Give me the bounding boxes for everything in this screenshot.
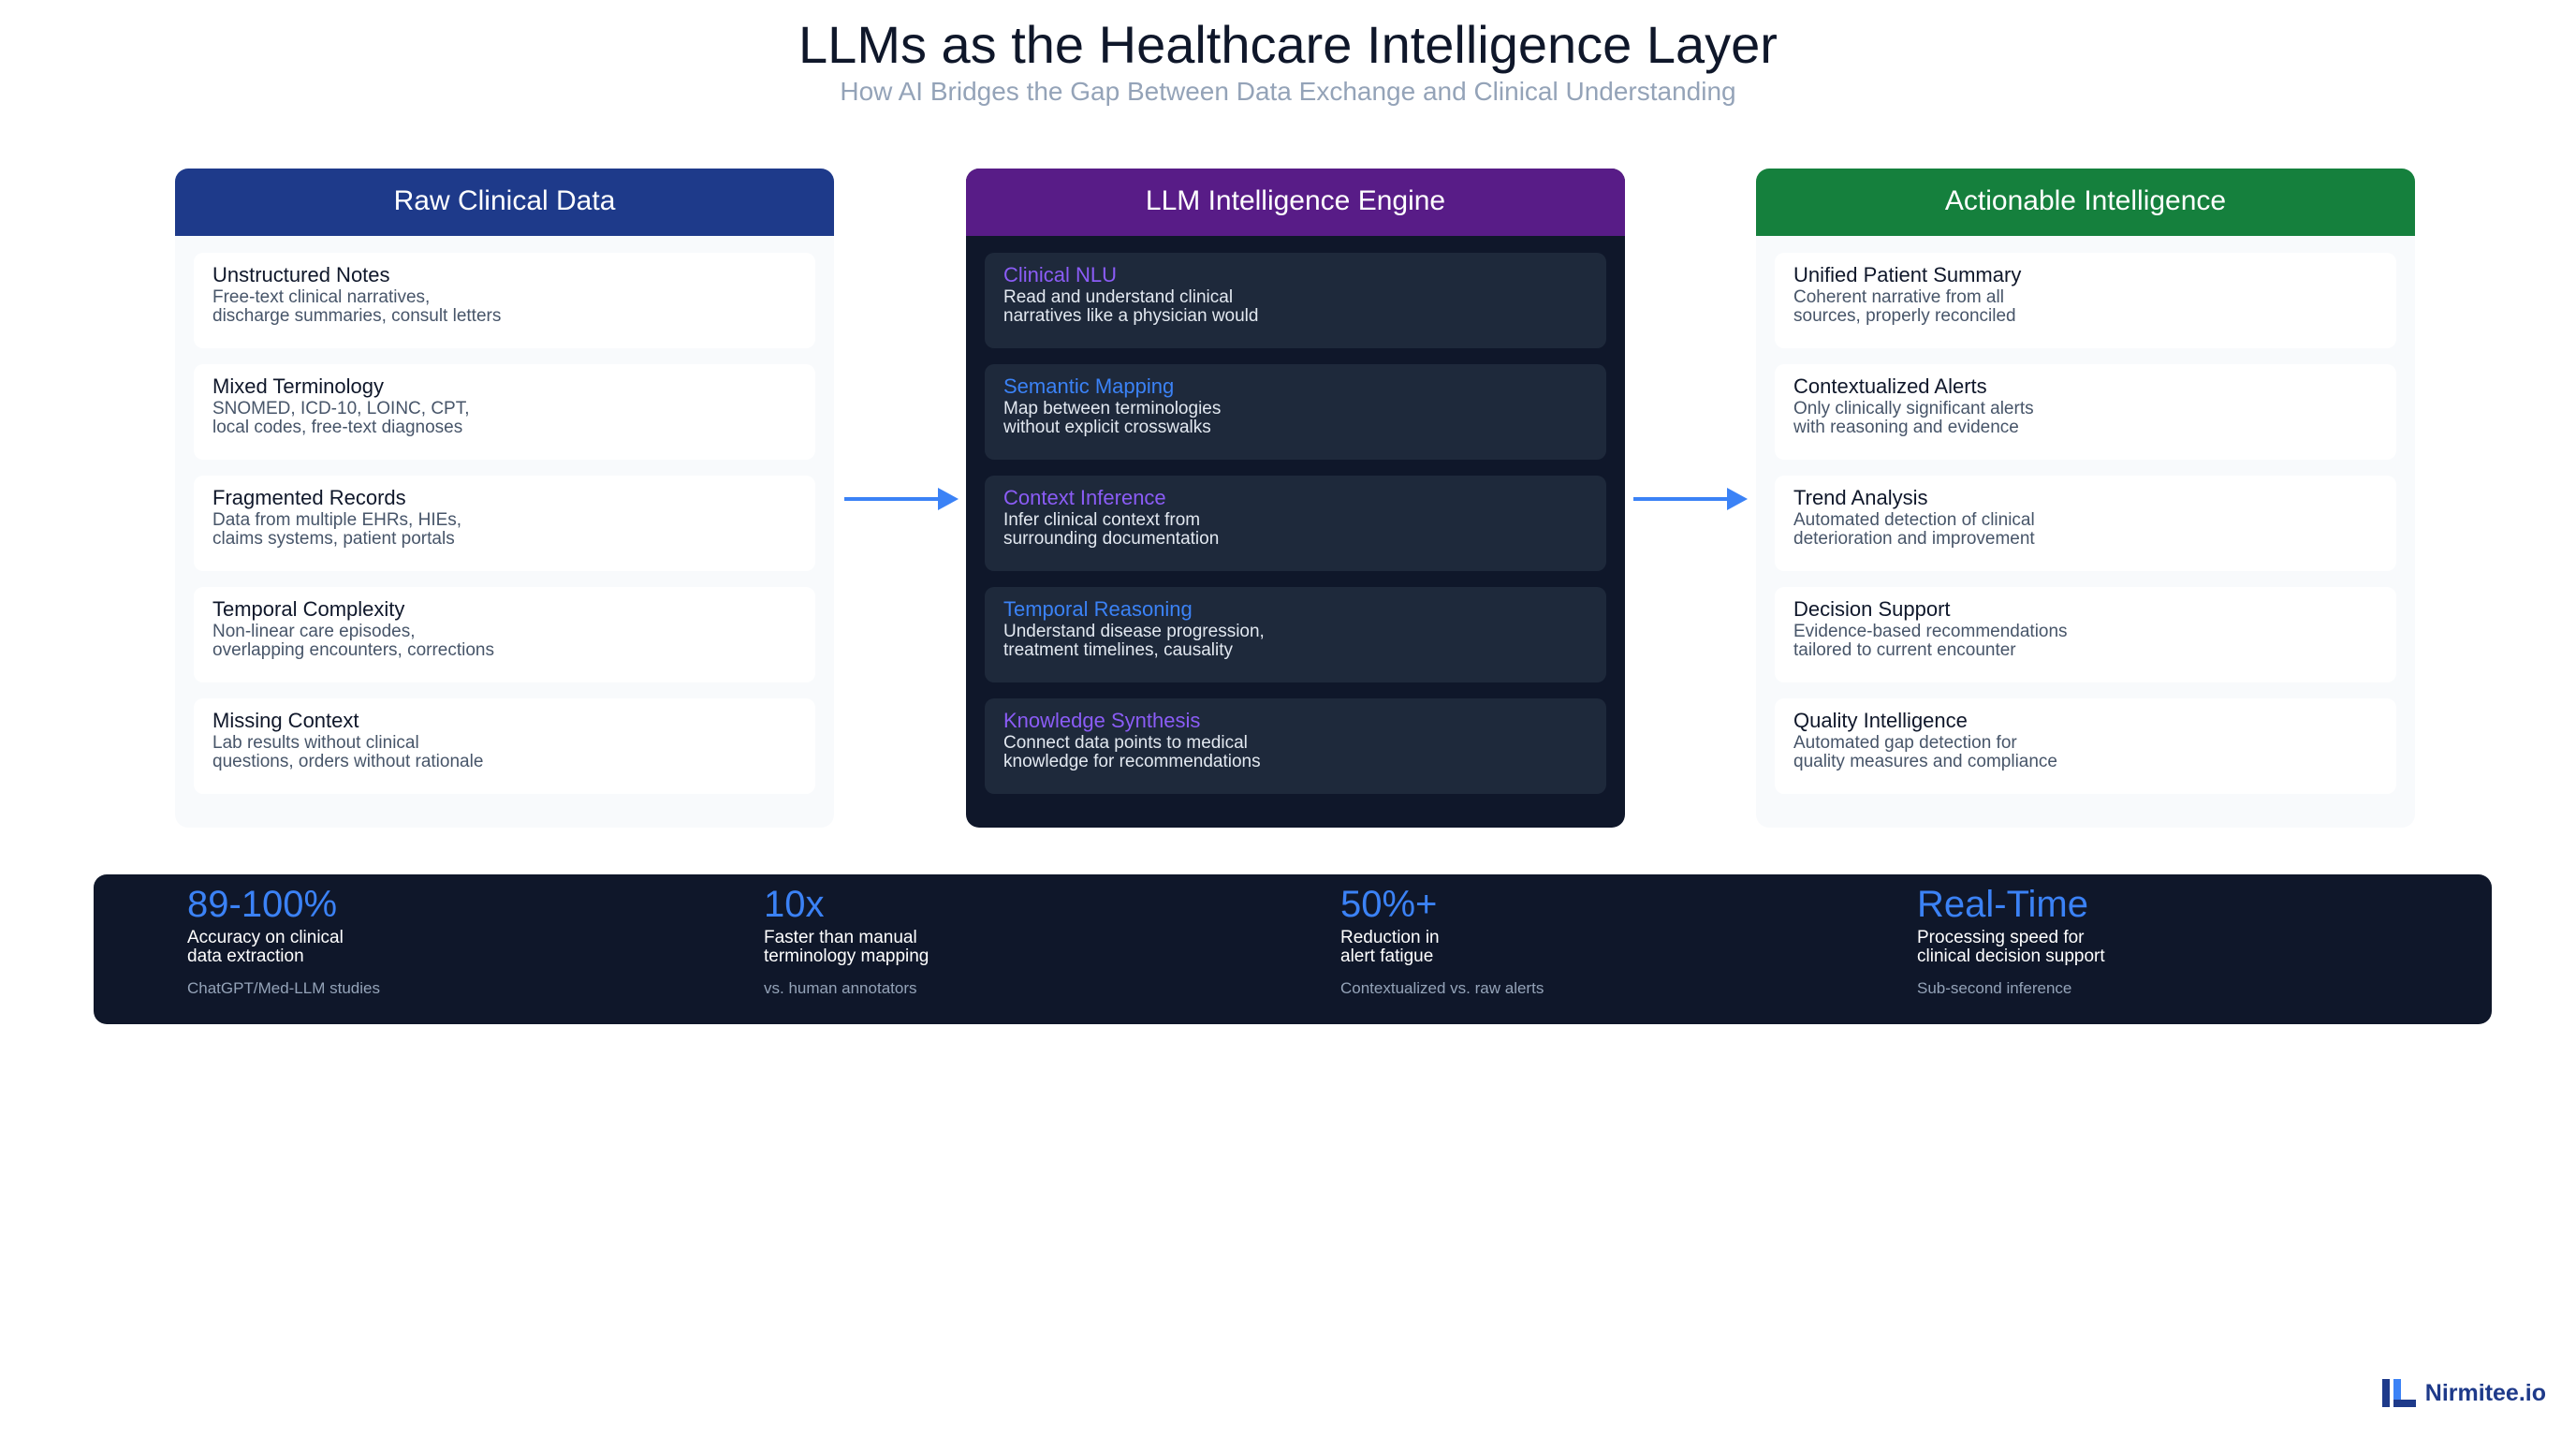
card-description: Data from multiple EHRs, HIEs, claims sy…	[212, 510, 462, 549]
card-description: Coherent narrative from all sources, pro…	[1793, 287, 2016, 326]
stat-note: vs. human annotators	[764, 979, 917, 997]
card-description: Connect data points to medical knowledge…	[1003, 733, 1261, 771]
card-description: SNOMED, ICD-10, LOINC, CPT, local codes,…	[212, 399, 470, 437]
card-quality-intelligence: Quality Intelligence Automated gap detec…	[1775, 698, 2396, 794]
card-unstructured-notes: Unstructured Notes Free-text clinical na…	[194, 253, 815, 348]
card-unified-patient-summary: Unified Patient Summary Coherent narrati…	[1775, 253, 2396, 348]
card-contextualized-alerts: Contextualized Alerts Only clinically si…	[1775, 364, 2396, 460]
page-title: LLMs as the Healthcare Intelligence Laye…	[798, 15, 1778, 74]
page-subtitle: How AI Bridges the Gap Between Data Exch…	[840, 77, 1736, 106]
card-knowledge-synthesis: Knowledge Synthesis Connect data points …	[985, 698, 1606, 794]
stat-label: Accuracy on clinical data extraction	[187, 928, 344, 966]
card-title: Missing Context	[212, 709, 359, 732]
card-title: Unstructured Notes	[212, 263, 390, 286]
card-description: Read and understand clinical narratives …	[1003, 287, 1259, 326]
stat-note: ChatGPT/Med-LLM studies	[187, 979, 380, 997]
stat-note: Contextualized vs. raw alerts	[1340, 979, 1544, 997]
card-description: Map between terminologies without explic…	[1003, 399, 1222, 437]
card-missing-context: Missing Context Lab results without clin…	[194, 698, 815, 794]
card-title: Fragmented Records	[212, 486, 406, 509]
column-header: Actionable Intelligence	[1756, 169, 2415, 236]
stats-bar: 89-100% Accuracy on clinical data extrac…	[94, 874, 2492, 1024]
stat-note: Sub-second inference	[1917, 979, 2072, 997]
card-description: Automated gap detection for quality meas…	[1793, 733, 2057, 771]
column-raw-clinical-data: Raw Clinical Data Unstructured Notes Fre…	[175, 169, 834, 828]
card-clinical-nlu: Clinical NLU Read and understand clinica…	[985, 253, 1606, 348]
card-description: Evidence-based recommendations tailored …	[1793, 622, 2068, 660]
card-description: Automated detection of clinical deterior…	[1793, 510, 2035, 549]
column-llm-intelligence-engine: LLM Intelligence Engine Clinical NLU Rea…	[966, 169, 1625, 828]
card-description: Only clinically significant alerts with …	[1793, 399, 2034, 437]
card-decision-support: Decision Support Evidence-based recommen…	[1775, 587, 2396, 682]
right-arrow-icon	[1633, 488, 1748, 510]
card-title: Clinical NLU	[1003, 263, 1118, 286]
card-temporal-reasoning: Temporal Reasoning Understand disease pr…	[985, 587, 1606, 682]
card-trend-analysis: Trend Analysis Automated detection of cl…	[1775, 476, 2396, 571]
card-title: Trend Analysis	[1793, 486, 1928, 509]
stat-value: 50%+	[1340, 884, 1438, 925]
card-title: Quality Intelligence	[1793, 709, 1968, 732]
right-arrow-icon	[844, 488, 959, 510]
brand-logo: Nirmitee.io	[2381, 1376, 2546, 1410]
card-title: Decision Support	[1793, 597, 1951, 621]
card-title: Temporal Reasoning	[1003, 597, 1193, 621]
column-header: Raw Clinical Data	[175, 169, 834, 236]
card-context-inference: Context Inference Infer clinical context…	[985, 476, 1606, 571]
card-semantic-mapping: Semantic Mapping Map between terminologi…	[985, 364, 1606, 460]
card-description: Free-text clinical narratives, discharge…	[212, 287, 502, 326]
card-description: Infer clinical context from surrounding …	[1003, 510, 1220, 549]
card-title: Unified Patient Summary	[1793, 263, 2022, 286]
card-description: Non-linear care episodes, overlapping en…	[212, 622, 495, 660]
stat-value: 89-100%	[187, 884, 338, 925]
card-title: Knowledge Synthesis	[1003, 709, 1201, 732]
stat-label: Faster than manual terminology mapping	[764, 928, 929, 966]
column-header: LLM Intelligence Engine	[966, 169, 1625, 236]
stat-value: Real-Time	[1917, 884, 2088, 925]
card-description: Lab results without clinical questions, …	[212, 733, 484, 771]
card-title: Temporal Complexity	[212, 597, 405, 621]
card-title: Contextualized Alerts	[1793, 374, 1987, 398]
card-title: Semantic Mapping	[1003, 374, 1175, 398]
card-description: Understand disease progression, treatmen…	[1003, 622, 1265, 660]
card-mixed-terminology: Mixed Terminology SNOMED, ICD-10, LOINC,…	[194, 364, 815, 460]
card-title: Mixed Terminology	[212, 374, 385, 398]
card-temporal-complexity: Temporal Complexity Non-linear care epis…	[194, 587, 815, 682]
stat-value: 10x	[764, 884, 825, 925]
card-fragmented-records: Fragmented Records Data from multiple EH…	[194, 476, 815, 571]
stat-label: Reduction in alert fatigue	[1340, 928, 1440, 966]
stat-label: Processing speed for clinical decision s…	[1917, 928, 2105, 966]
brand-name: Nirmitee.io	[2424, 1379, 2546, 1406]
column-actionable-intelligence: Actionable Intelligence Unified Patient …	[1756, 169, 2415, 828]
card-title: Context Inference	[1003, 486, 1166, 509]
brand-mark-icon	[2381, 1379, 2416, 1407]
